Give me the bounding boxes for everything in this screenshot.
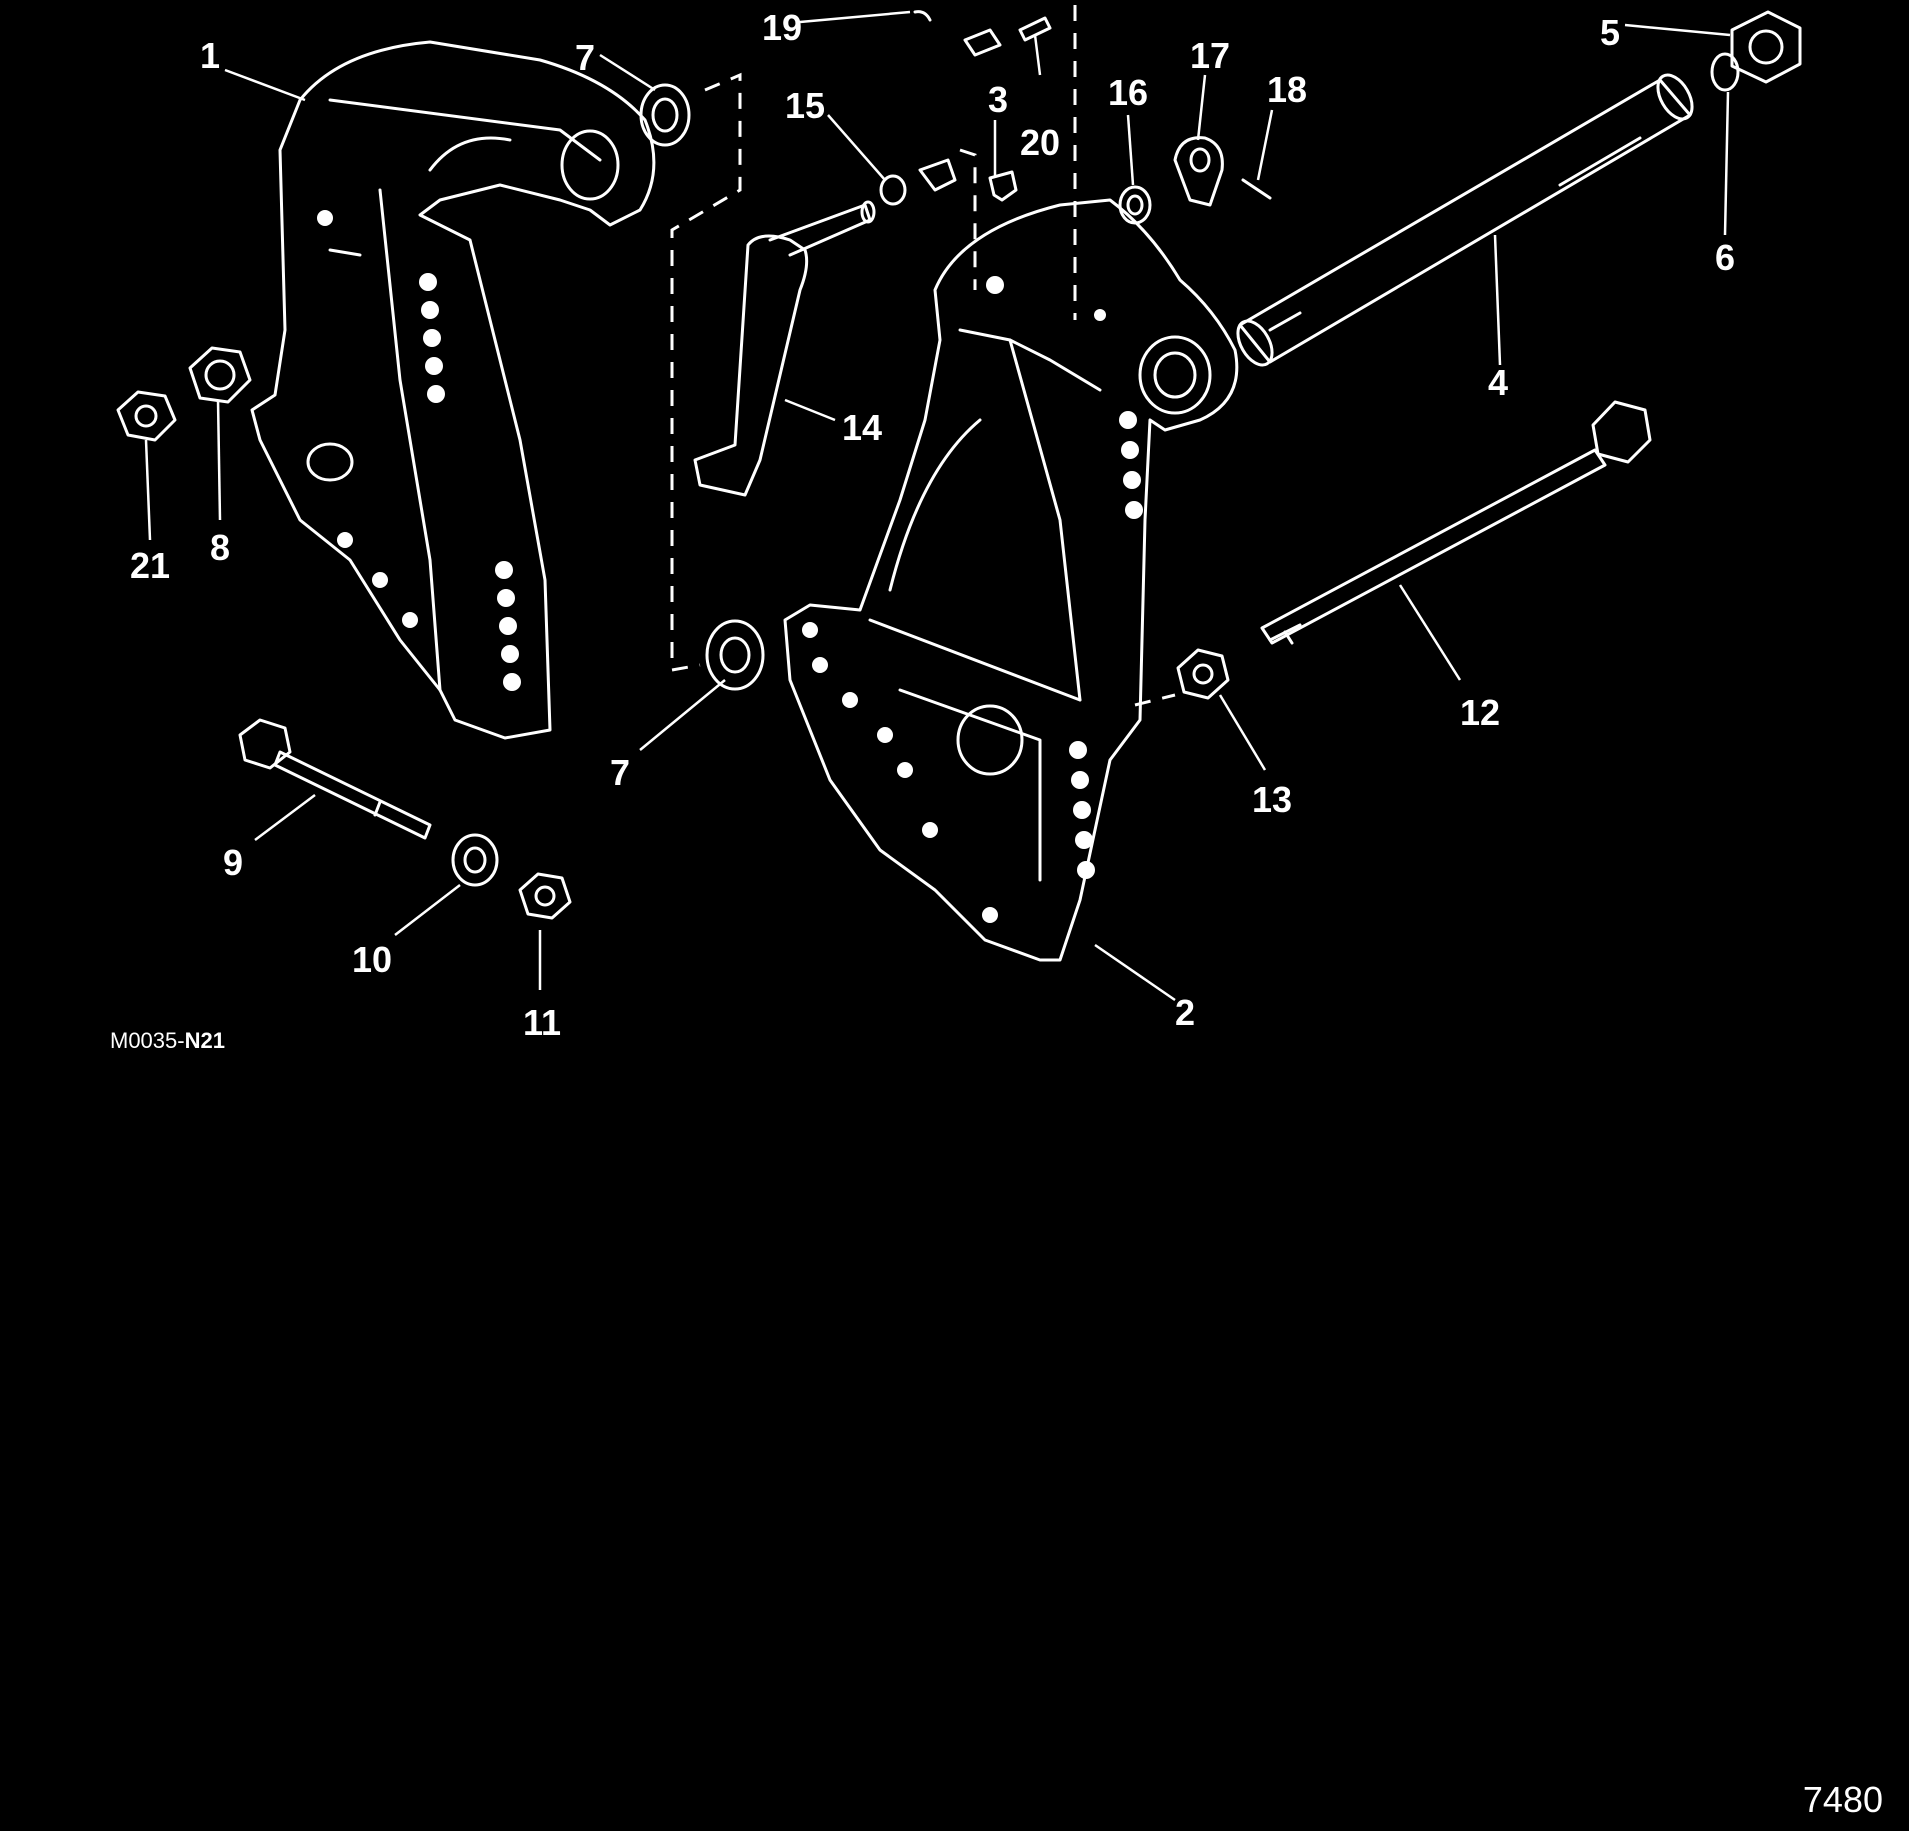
right-clamp-bracket (783, 198, 1239, 962)
callout-21: 21 (130, 545, 170, 586)
bushing-7-lower (705, 619, 765, 691)
drawing-code-suffix: N21 (184, 1028, 225, 1053)
tilt-tube-nut (1730, 10, 1802, 84)
callout-5: 5 (1600, 12, 1620, 53)
callout-1: 1 (200, 35, 220, 76)
tilt-lock-cam (1173, 136, 1224, 207)
callout-8: 8 (210, 527, 230, 568)
washer-6 (1710, 52, 1740, 92)
bushing-16 (1118, 185, 1152, 225)
callout-17: 17 (1190, 35, 1230, 76)
callout-11: 11 (523, 1002, 561, 1043)
callout-7-upper: 7 (575, 37, 595, 78)
grease-fitting-3 (988, 170, 1018, 202)
bushing-7-upper (639, 83, 691, 147)
spring-20 (1018, 16, 1052, 42)
callout-2: 2 (1175, 992, 1195, 1033)
washer-10 (451, 833, 499, 887)
callout-14: 14 (842, 407, 882, 448)
callout-16: 16 (1108, 72, 1148, 113)
grease-fitting-19 (913, 10, 1002, 57)
left-clamp-bracket (250, 40, 656, 740)
retaining-clip (879, 174, 907, 206)
nut-13 (1176, 648, 1230, 700)
nut-11 (518, 872, 572, 920)
callout-9: 9 (223, 842, 243, 883)
tilt-tube (1236, 73, 1694, 367)
pin-18 (1241, 178, 1272, 200)
nut-21 (116, 390, 177, 442)
fitting (918, 158, 957, 192)
callout-19: 19 (762, 7, 802, 48)
callout-18: 18 (1267, 69, 1307, 110)
callout-4: 4 (1488, 362, 1508, 403)
tilt-lock-lever (693, 200, 876, 497)
callout-13: 13 (1252, 779, 1292, 820)
leader-lines (144, 10, 1731, 1002)
short-bolt (238, 718, 432, 840)
callout-10: 10 (352, 939, 392, 980)
callout-15: 15 (785, 85, 825, 126)
callout-20: 20 (1020, 122, 1060, 163)
callout-3: 3 (988, 79, 1008, 120)
drawing-code: M0035-N21 (110, 1028, 225, 1054)
large-nut-8 (188, 346, 252, 404)
callout-labels: 1 2 3 4 5 6 7 7 8 9 10 11 12 13 14 15 16… (130, 7, 1735, 1043)
figure-number: 7480 (1802, 1779, 1883, 1820)
callout-12: 12 (1460, 692, 1500, 733)
drawing-code-prefix: M0035- (110, 1028, 185, 1053)
long-bolt (1260, 400, 1652, 645)
assembly-lines (670, 5, 1176, 707)
callout-7-lower: 7 (610, 752, 630, 793)
callout-6: 6 (1715, 237, 1735, 278)
